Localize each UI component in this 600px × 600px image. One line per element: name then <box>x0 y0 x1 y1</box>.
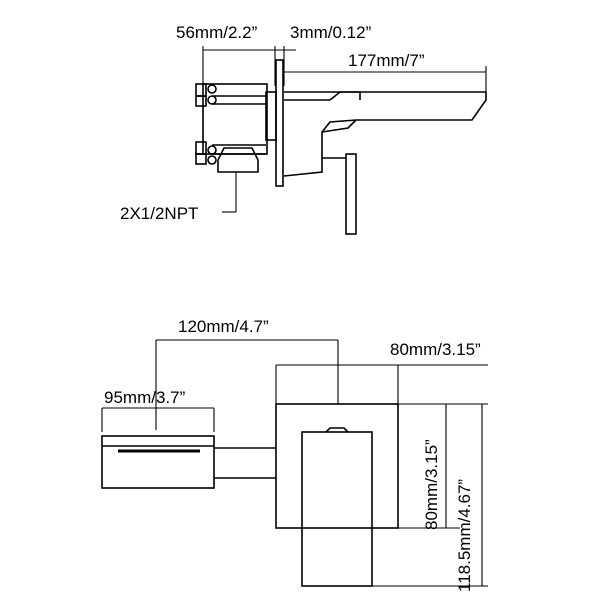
wall-plate <box>275 59 284 187</box>
front-view: 120mm/4.7” 80mm/3.15” 95mm/3.7” 80mm/3.1… <box>101 317 488 592</box>
dim-handle-offset-label: 120mm/4.7” <box>178 317 269 336</box>
front-spout <box>101 435 276 489</box>
dim-plate-thickness-label: 3mm/0.12” <box>290 23 372 42</box>
dim-plate-height-label: 80mm/3.15” <box>422 439 441 530</box>
front-dimension-lines <box>101 339 488 587</box>
dim-spout-width-label: 95mm/3.7” <box>104 388 186 407</box>
connection-label: 2X1/2NPT <box>120 204 198 223</box>
front-wall-plate <box>275 403 399 529</box>
valve-body <box>195 83 277 173</box>
side-view: 56mm/2.2” 3mm/0.12” 177mm/7” <box>120 23 487 235</box>
spout-and-handle <box>283 91 487 235</box>
side-dimension-lines <box>202 46 487 100</box>
dim-plate-width-label: 80mm/3.15” <box>390 340 481 359</box>
dim-overall-height-label: 118.5mm/4.67” <box>455 479 474 592</box>
dim-spout-length-label: 177mm/7” <box>348 51 425 70</box>
front-handle <box>301 427 373 587</box>
dim-body-depth-label: 56mm/2.2” <box>176 23 258 42</box>
